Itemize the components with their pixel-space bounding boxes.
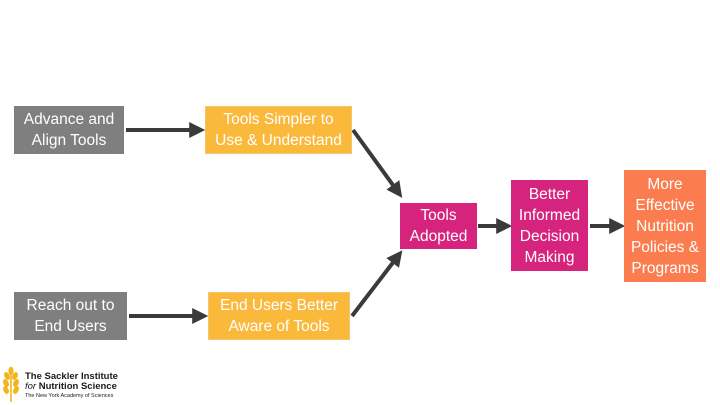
arrow-simpler-to-adopted [351, 128, 403, 198]
logo-subtitle-rest: Nutrition Science [36, 381, 117, 392]
arrow-aware-to-adopted [350, 250, 403, 318]
wheat-logo-icon [3, 366, 19, 402]
node-end-users-aware: End Users Better Aware of Tools [208, 292, 350, 340]
node-more-effective: More Effective Nutrition Policies & Prog… [624, 170, 706, 282]
logo-subtitle: for Nutrition Science [25, 382, 118, 392]
sackler-institute-logo: The Sackler Institute for Nutrition Scie… [25, 372, 118, 400]
node-tools-adopted: Tools Adopted [400, 203, 477, 249]
logo-for: for [25, 381, 37, 392]
node-advance-align-tools: Advance and Align Tools [14, 106, 124, 154]
node-reach-out-end-users: Reach out to End Users [14, 292, 127, 340]
node-tools-simpler: Tools Simpler to Use & Understand [205, 106, 352, 154]
logo-org: The New York Academy of Sciences [25, 393, 114, 399]
node-better-informed: Better Informed Decision Making [511, 180, 588, 271]
logo-title: The Sackler Institute [25, 371, 118, 382]
